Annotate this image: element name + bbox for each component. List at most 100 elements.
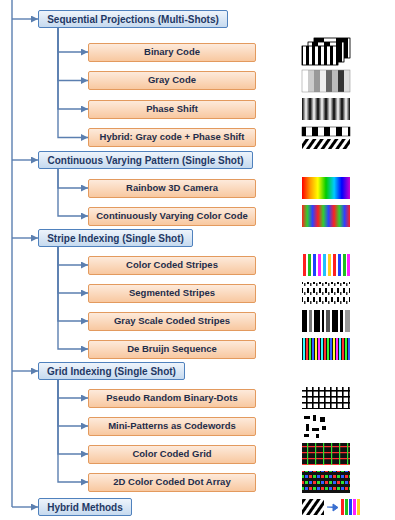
category-box: Grid Indexing (Single Shot) xyxy=(38,362,185,380)
color-code-pattern xyxy=(302,205,350,227)
color-dots-pattern xyxy=(302,471,350,493)
method-box: Gray Code xyxy=(88,71,256,90)
mini-pattern xyxy=(306,424,309,431)
mini-pattern xyxy=(320,417,325,422)
connector xyxy=(58,28,88,109)
trunk-line xyxy=(11,0,12,507)
box-label: Gray Code xyxy=(148,75,196,85)
trunk-arrow xyxy=(12,237,38,238)
binary-dots-pattern xyxy=(302,387,350,409)
card xyxy=(302,127,350,136)
stripe xyxy=(322,310,324,332)
box-label: Mini-Patterns as Codewords xyxy=(108,421,236,431)
mini-pattern xyxy=(313,415,316,421)
stripe xyxy=(314,70,320,92)
box-label: Color Coded Stripes xyxy=(126,260,218,270)
box-label: Rainbow 3D Camera xyxy=(126,183,218,193)
stripe xyxy=(353,499,356,515)
hybrid-pattern xyxy=(302,127,350,149)
connector xyxy=(58,380,88,398)
box-label: Pseudo Random Binary-Dots xyxy=(106,393,237,403)
trunk-arrow xyxy=(12,18,38,19)
frame xyxy=(302,70,350,92)
method-box: De Bruijn Sequence xyxy=(88,340,256,359)
method-box: Phase Shift xyxy=(88,100,256,119)
stripe xyxy=(338,254,341,276)
box-label: Continuous Varying Pattern (Single Shot) xyxy=(47,155,243,166)
box-label: Sequential Projections (Multi-Shots) xyxy=(47,14,219,25)
box-label: De Bruijn Sequence xyxy=(127,344,217,354)
dashes xyxy=(302,282,350,304)
box-label: Color Coded Grid xyxy=(132,449,211,459)
mini-pattern xyxy=(316,434,319,438)
connector xyxy=(58,169,88,188)
trunk-arrow xyxy=(12,159,38,160)
trunk xyxy=(12,0,38,507)
stripe xyxy=(308,254,311,276)
stripe xyxy=(347,254,350,276)
stripe xyxy=(332,310,338,332)
binary-pattern xyxy=(302,38,350,65)
color-grid-pattern xyxy=(302,443,350,465)
grayscale-stripes-pattern xyxy=(302,310,350,332)
de-bruijn-pattern xyxy=(302,338,350,360)
connector xyxy=(58,380,88,426)
connector xyxy=(58,247,88,265)
stripe xyxy=(345,499,348,515)
phase-shift-pattern xyxy=(302,98,350,120)
method-box: 2D Color Coded Dot Array xyxy=(88,473,256,492)
connector xyxy=(58,380,88,482)
connector xyxy=(58,247,88,321)
method-box: Mini-Patterns as Codewords xyxy=(88,417,256,436)
hybrid-methods-pattern xyxy=(302,499,360,515)
stripe xyxy=(349,499,352,515)
gray-code-pattern xyxy=(302,70,350,92)
ground xyxy=(302,310,350,332)
segmented-pattern xyxy=(302,282,350,304)
dashes xyxy=(302,282,350,304)
connector xyxy=(58,28,88,81)
method-box: Continuously Varying Color Code xyxy=(88,207,256,226)
stripe xyxy=(333,254,336,276)
category-box: Hybrid Methods xyxy=(38,498,132,516)
stripe xyxy=(343,254,346,276)
stripe xyxy=(314,310,320,332)
stripe xyxy=(313,254,316,276)
mini-pattern xyxy=(304,416,310,419)
box-label: Segmented Stripes xyxy=(129,288,215,298)
method-box: Color Coded Stripes xyxy=(88,256,256,275)
method-box: Gray Scale Coded Stripes xyxy=(88,312,256,331)
box-label: Binary Code xyxy=(144,47,200,57)
trunk-arrow xyxy=(12,370,38,371)
card xyxy=(302,499,324,515)
box-label: Phase Shift xyxy=(146,104,198,114)
stripe xyxy=(320,70,326,92)
method-box: Color Coded Grid xyxy=(88,445,256,464)
mini-pattern xyxy=(322,426,326,430)
connector xyxy=(58,380,88,454)
card xyxy=(302,46,338,65)
box-label: Continuously Varying Color Code xyxy=(96,211,247,221)
stripe xyxy=(338,70,344,92)
method-box: Binary Code xyxy=(88,43,256,62)
category-box: Continuous Varying Pattern (Single Shot) xyxy=(38,151,253,169)
stripe xyxy=(302,70,308,92)
card xyxy=(302,139,350,149)
card xyxy=(302,499,324,515)
card xyxy=(302,127,350,136)
rainbow-pattern xyxy=(302,177,350,199)
stripe xyxy=(341,499,344,515)
connector xyxy=(58,28,88,138)
ground xyxy=(302,282,350,304)
card xyxy=(302,46,338,65)
method-box: Hybrid: Gray code + Phase Shift xyxy=(88,128,256,147)
mini-patterns-pattern xyxy=(304,415,326,438)
method-box: Rainbow 3D Camera xyxy=(88,179,256,198)
stripe xyxy=(332,70,338,92)
stripe xyxy=(308,70,314,92)
box-label: 2D Color Coded Dot Array xyxy=(113,477,230,487)
mini-pattern xyxy=(312,428,319,431)
connector xyxy=(58,28,88,52)
stripe xyxy=(309,310,312,332)
